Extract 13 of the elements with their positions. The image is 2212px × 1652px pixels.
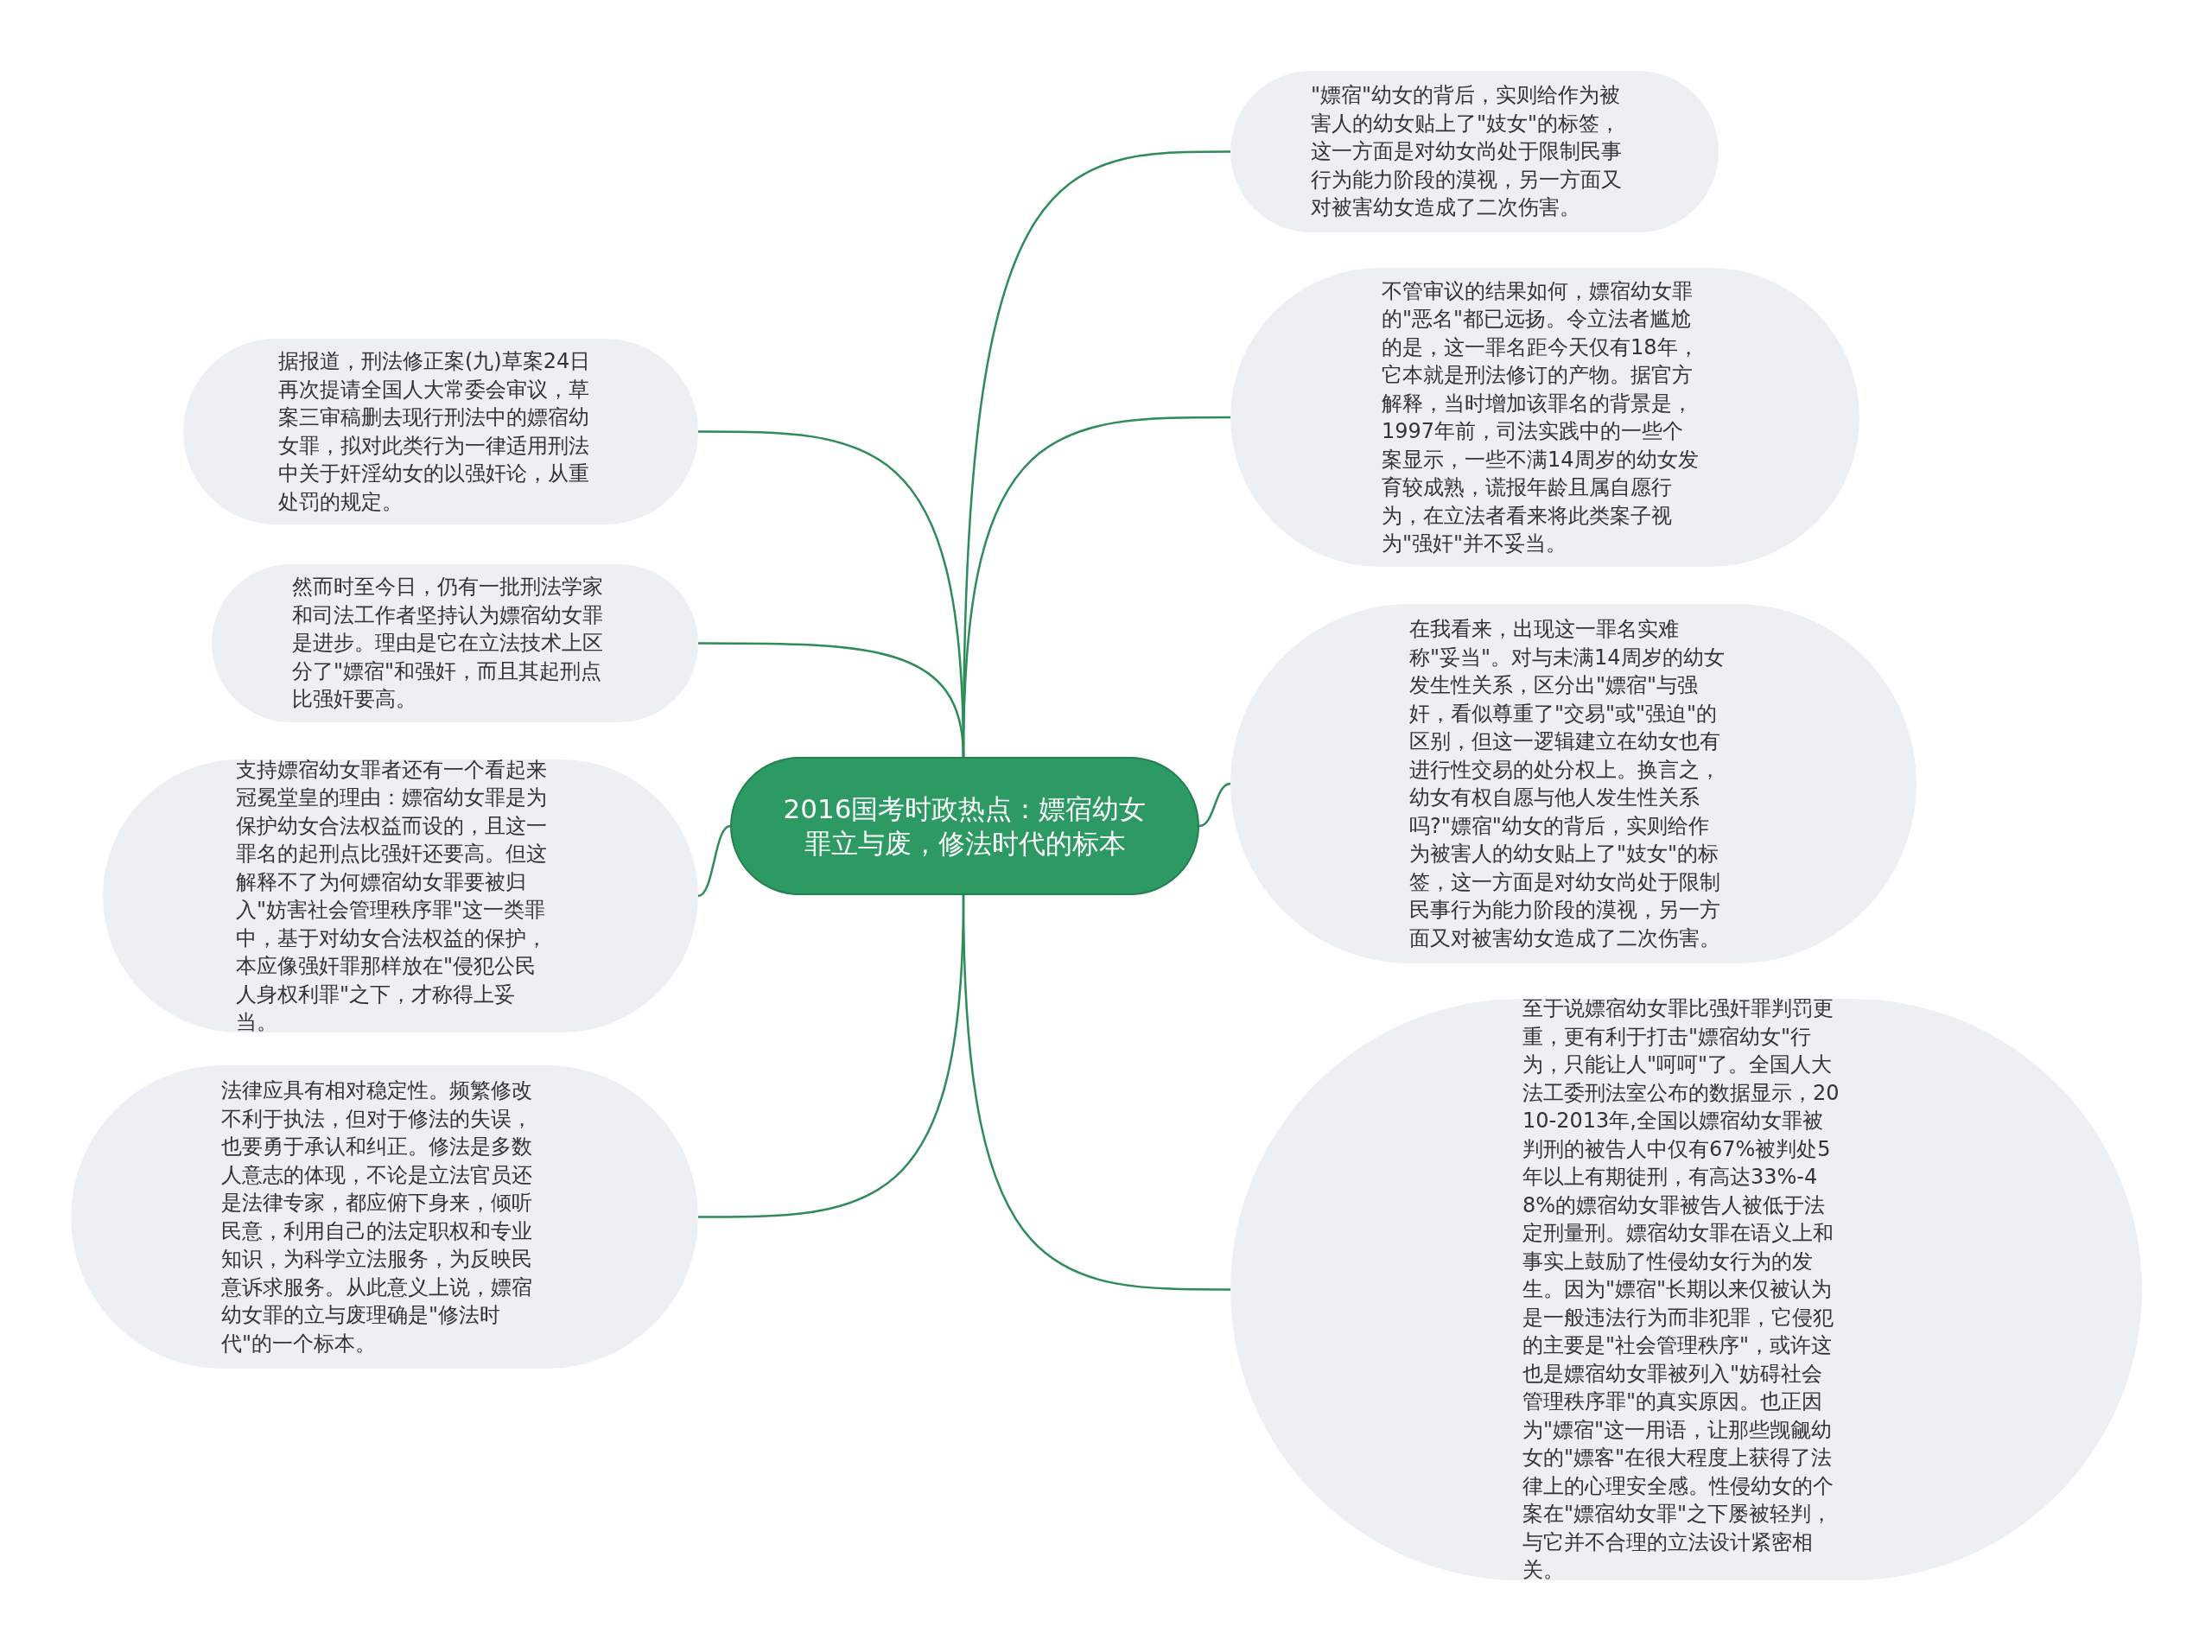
connector-line [962,894,1230,1291]
topic-text: 据报道，刑法修正案(九)草案24日再次提请全国人大常委会审议，草案三审稿删去现行刑法中的嫖宿幼女罪，拟对此类行为一律适用刑法中关于奸淫幼女的以强奸论，从重处罚的规定。 [278,348,592,516]
topic-text: "嫖宿"幼女的背后，实则给作为被害人的幼女贴上了"妓女"的标签，这一方面是对幼女尚处于限制民事行为能力阶段的漠视，另一方面又对被害幼女造成了二次伤害。 [1311,82,1623,222]
topic-text: 至于说嫖宿幼女罪比强奸罪判罚更重，更有利于打击"嫖宿幼女"行为，只能让人"呵呵"了。全国人大法工委刑法室公布的数据显示，2010-2013年,全国以嫖宿幼女罪被判刑的被告人中仅有67%被判处5年以上有期徒刑，有高达33%-48%的嫖宿幼女罪被告人被低于法定刑量刑。嫖宿幼女罪在语义上和事实上鼓励了性侵幼女行为的发生。因为"嫖宿"长期以来仅被认为是一般违法行为而非犯罪，它侵犯的主要是"社会管理秩序"，或许这也是嫖宿幼女罪被列入"妨碍社会管理秩序罪"的真实原因。也正因为"嫖宿"这一用语，让那些觊觎幼女的"嫖客"在很大程度上获得了法律上的心理安全感。性侵幼女的个案在"嫖宿幼女罪"之下屡被轻判，与它并不合理的立法设计紧密相关。 [1522,995,1840,1585]
topic-text: 支持嫖宿幼女罪者还有一个看起来冠冕堂皇的理由：嫖宿幼女罪是为保护幼女合法权益而设的，且这一罪名的起刑点比强奸还要高。但这解释不了为何嫖宿幼女罪要被归入"妨害社会管理秩序罪"这一类罪中，基于对幼女合法权益的保护，本应像强奸罪那样放在"侵犯公民人身权利罪"之下，才称得上妥当。 [236,756,548,1036]
connector-line [962,416,1230,758]
topic-text: 不管审议的结果如何，嫖宿幼女罪的"恶名"都已远扬。令立法者尴尬的是，这一罪名距今天仅有18年，它本就是刑法修订的产物。据官方解释，当时增加该罪名的背景是，1997年前，司法实践中的一些个案显示，一些不满14周岁的幼女发育较成熟，谎报年龄且属自愿行为，在立法者看来将此类案子视为"强奸"并不妥当。 [1382,277,1700,557]
topic-title: 2016国考时政热点：嫖宿幼女罪立与废，修法时代的标本 [782,792,1147,861]
topic-text: 在我看来，出现这一罪名实难称"妥当"。对与未满14周岁的幼女发生性关系，区分出"嫖宿"与强奸，看似尊重了"交易"或"强迫"的区别，但这一逻辑建立在幼女也有进行性交易的处分权上。换言之，幼女有权自愿与他人发生性关系吗?"嫖宿"幼女的背后，实则给作为被害人的幼女贴上了"妓女"的标签，这一方面是对幼女尚处于限制民事行为能力阶段的漠视，另一方面又对被害幼女造成了二次伤害。 [1409,616,1726,952]
topic-text: 法律应具有相对稳定性。频繁修改不利于执法，但对于修法的失误，也要勇于承认和纠正。修法是多数人意志的体现，不论是立法官员还是法律专家，都应俯下身来，倾听民意，利用自己的法定职权和专业知识，为科学立法服务，为反映民意诉求服务。从此意义上说，嫖宿幼女罪的立与废理确是"修法时代"的一个标本。 [221,1077,533,1357]
topic-text: 然而时至今日，仍有一批刑法学家和司法工作者坚持认为嫖宿幼女罪是进步。理由是它在立法技术上区分了"嫖宿"和强奸，而且其起刑点比强奸要高。 [292,574,604,714]
connector-line [697,824,731,898]
connector-line [1198,782,1231,828]
